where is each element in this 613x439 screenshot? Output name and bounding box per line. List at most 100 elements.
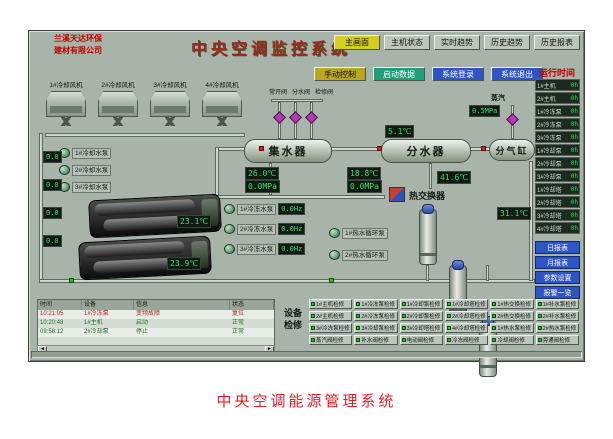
maintenance-button[interactable]: 1#补水泵检修 [535,299,579,309]
event-time-cell: 09:58:12 [40,329,64,335]
status-indicator-icon [537,326,542,330]
chiller1-temp-readout: 23.1℃ [177,215,212,228]
cooling-tower-icon [202,91,242,117]
heat-exchanger-icon [389,187,405,202]
hot-water-pump: 2#热水循环泵 [329,249,388,261]
nav-button[interactable]: 主机状态 [384,35,430,50]
runtime-row-label: 3#冷冻泵 [537,135,562,142]
nav-button[interactable]: 实时趋势 [434,35,480,50]
maintenance-button[interactable]: 冷却阀检修 [490,335,534,345]
cooling-tower-legs [51,117,81,126]
maintenance-button[interactable]: 补水阀检修 [354,335,398,345]
runtime-button[interactable]: 月报表 [535,256,580,269]
maintenance-button[interactable]: 2#冷却塔检修 [444,311,489,321]
maintenance-button-label: 2#热交换检修 [497,314,531,320]
steam-cylinder-vessel: 分气缸 [489,139,535,161]
maintenance-button-label: 3#冷冻泵检修 [316,326,350,332]
runtime-row-label: 2#冷冻泵 [537,122,562,129]
maintenance-button[interactable]: 冷冻阀检修 [444,335,489,345]
event-state-cell: 正常 [232,320,245,326]
runtime-row: 1#冷却泵 0h [535,144,580,156]
valve-icon[interactable] [289,111,302,124]
maintenance-button-label: 2#补水泵检修 [542,314,577,320]
maintenance-button[interactable]: 蒸汽阀检修 [309,335,353,345]
pipe-segment [215,195,385,199]
event-state-cell: 复位 [232,311,245,317]
page-caption: 中央空调能源管理系统 [216,394,397,410]
status-indicator-icon [311,302,315,306]
status-indicator-icon [537,338,542,342]
maintenance-button[interactable]: 1#冷却塔检修 [444,299,489,309]
pipe-segment [45,133,245,137]
status-indicator-icon [446,314,451,318]
nav-button[interactable]: 历史报表 [534,35,580,50]
maintenance-button[interactable]: 2#补水泵检修 [535,311,579,321]
status-bar [31,351,582,358]
maintenance-button[interactable]: 2#热水泵检修 [535,323,579,333]
maintenance-button[interactable]: 3#冷却泵检修 [354,323,398,333]
left-readout: 0.0 [43,179,62,191]
runtime-row: 1#主机 0h [535,79,580,91]
chilled-pump-freq-readout: 0.0Hz [278,223,306,235]
maintenance-button-label: 1#主机检修 [316,302,345,308]
maintenance-button[interactable]: 2#热交换检修 [490,311,534,321]
runtime-row-label: 3#冷却泵 [537,174,562,181]
maintenance-button[interactable]: 4#冷却塔检修 [444,323,489,333]
steam-valve-icon[interactable] [506,113,519,126]
maintenance-button[interactable]: 1#主机检修 [309,299,353,309]
toolbar-button[interactable]: 启动数据 [373,67,425,81]
runtime-row-value: 0h [570,185,578,193]
runtime-button[interactable]: 日报表 [535,241,580,254]
chilled-pump-label: 2#冷冻水泵 [237,223,277,235]
hot-return-temp-readout: 31.1℃ [497,207,532,220]
toolbar-button[interactable]: 手动控制 [314,67,366,81]
valve-icon[interactable] [305,111,318,124]
maintenance-button[interactable]: 电动阀检修 [399,335,443,345]
maintenance-button-label: 2#冷却塔检修 [451,314,486,320]
table-row[interactable] [38,337,274,346]
runtime-row: 3#冷却泵 0h [535,170,580,182]
chilled-pump-freq-readout: 0.0Hz [278,203,306,215]
maintenance-button[interactable]: 1#热交换检修 [490,299,534,309]
runtime-row: 2#冷冻泵 0h [535,118,580,130]
maintenance-button-label: 1#热交换检修 [497,302,531,308]
maintenance-button-label: 冷冻阀检修 [451,338,480,344]
table-row[interactable]: 09:58:12 2#冷却泵 停止 正常 [38,328,274,337]
logo-line1: 兰溪天达环保 [54,34,102,43]
cooling-tower: 1#冷却风机 [43,81,89,126]
scada-window: 兰溪天达环保 建材有限公司 中央空调监控系统 主画面主机状态实时趋势历史趋势历史… [28,30,585,377]
runtime-button[interactable]: 报警一览 [535,286,580,299]
maintenance-button[interactable]: 2#冷冻泵检修 [354,311,398,321]
nav-button[interactable]: 主画面 [334,35,380,50]
pump-icon [59,165,70,175]
indicator-dot [259,146,264,151]
runtime-button[interactable]: 参数设置 [535,271,580,284]
runtime-row: 1#冷却塔 0h [535,183,580,195]
maintenance-button[interactable]: 1#热水泵检修 [490,323,534,333]
nav-button[interactable]: 历史趋势 [484,35,530,50]
valve-label-row: 常开阀分水阀检修阀 [269,87,333,96]
runtime-button-label: 月报表 [547,259,568,267]
maintenance-button[interactable]: 1#冷却泵检修 [399,299,443,309]
return-temp-readout: 18.8℃ [347,167,382,180]
maintenance-button[interactable]: 1#冷冻泵检修 [354,299,398,309]
maintenance-label-line1: 设备 [283,308,302,318]
table-row[interactable]: 10:21:05 1#冷冻泵 变频故障 复位 [38,310,274,319]
maintenance-button[interactable]: 2#冷却泵检修 [399,311,443,321]
runtime-row-value: 0h [570,94,578,102]
maintenance-button[interactable]: 3#冷却塔检修 [399,323,443,333]
valve-icon[interactable] [273,111,286,124]
collector-pressure-readout: 0.0MPa [245,180,280,193]
cooling-tower-legs [103,117,133,126]
event-info-cell: 变频故障 [136,311,161,317]
toolbar-button[interactable]: 系统登录 [432,67,484,81]
status-indicator-icon [356,338,361,342]
maintenance-button[interactable]: 3#冷冻泵检修 [309,323,353,333]
toolbar-button[interactable]: 系统退出 [491,67,543,81]
hot-water-pump-label: 1#热水循环泵 [342,227,388,239]
maintenance-button[interactable]: 旁通阀检修 [535,335,579,345]
table-row[interactable]: 10:20:48 1#主机 启动 正常 [38,319,274,328]
pipe-segment [215,147,219,197]
runtime-row: 2#主机 0h [535,92,580,104]
maintenance-button[interactable]: 2#主机检修 [309,311,353,321]
